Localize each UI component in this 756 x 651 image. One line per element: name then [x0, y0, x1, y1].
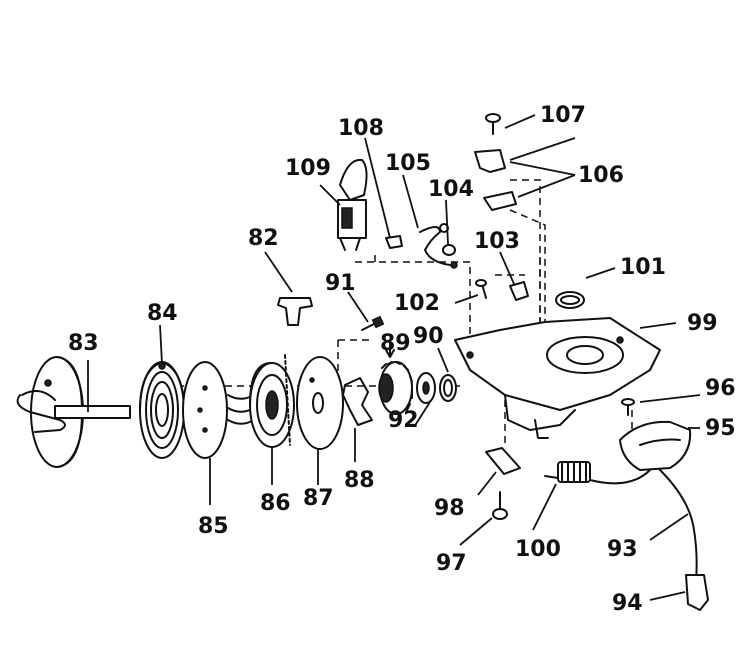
part-102-screw [475, 279, 487, 299]
part-101-o-ring [555, 291, 585, 309]
label-100: 100 [515, 537, 561, 562]
label-82: 82 [248, 226, 279, 251]
label-87: 87 [303, 486, 334, 511]
part-96-screw [621, 398, 635, 416]
part-84-recoil-spring [139, 361, 185, 459]
part-107-screw [485, 113, 501, 135]
label-90: 90 [413, 324, 444, 349]
part-100-bearing [544, 461, 651, 485]
part-90-92-washers [416, 372, 457, 404]
label-105: 105 [385, 151, 431, 176]
label-101: 101 [620, 255, 666, 280]
label-102: 102 [394, 291, 440, 316]
label-86: 86 [260, 491, 291, 516]
part-94-boot [685, 574, 709, 611]
callout-labels: 82 83 84 85 86 87 88 89 90 91 92 93 94 9… [68, 103, 736, 616]
label-94: 94 [612, 591, 643, 616]
label-88: 88 [344, 468, 375, 493]
part-109-switch [337, 158, 368, 251]
label-84: 84 [147, 301, 178, 326]
label-91: 91 [325, 271, 356, 296]
part-91-screw [361, 315, 385, 331]
part-97-screw [492, 491, 508, 520]
label-103: 103 [474, 229, 520, 254]
label-97: 97 [436, 551, 467, 576]
label-106: 106 [578, 163, 624, 188]
label-109: 109 [285, 156, 331, 181]
leader-lines [87, 114, 701, 601]
part-88-spring-clip [342, 377, 373, 426]
part-82-key [277, 297, 313, 326]
part-86-rope-pulley [249, 354, 295, 448]
label-93: 93 [607, 537, 638, 562]
part-103-clip [509, 281, 529, 301]
part-89-pinion-gear [378, 339, 413, 415]
label-89: 89 [380, 331, 411, 356]
part-95-coil-cover [619, 420, 692, 471]
label-85: 85 [198, 514, 229, 539]
part-98-plate [485, 447, 521, 475]
label-108: 108 [338, 116, 384, 141]
label-98: 98 [434, 496, 465, 521]
part-108-block [385, 235, 403, 249]
part-85-plate [182, 361, 228, 459]
label-96: 96 [705, 376, 736, 401]
label-92: 92 [388, 408, 419, 433]
part-104-105-ground-wire [419, 223, 458, 269]
label-104: 104 [428, 177, 474, 202]
part-83-starter-plate [16, 356, 131, 468]
part-87-plate [296, 356, 344, 450]
part-93-lead-wire [659, 469, 698, 581]
label-83: 83 [68, 331, 99, 356]
label-95: 95 [705, 416, 736, 441]
part-99-housing [454, 317, 661, 439]
label-99: 99 [687, 311, 718, 336]
label-107: 107 [540, 103, 586, 128]
part-106-brackets [474, 149, 517, 211]
